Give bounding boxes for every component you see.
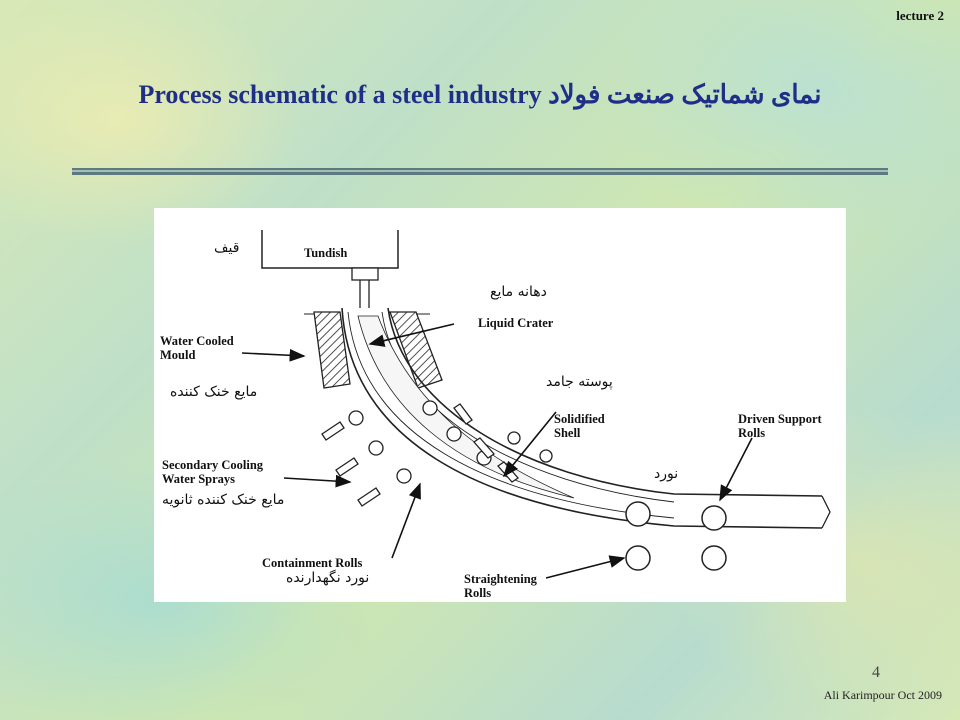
fa-label-secondary-cooling: مایع خنک کننده ثانویه	[162, 492, 285, 508]
label-liquid-crater: Liquid Crater	[478, 316, 554, 330]
tundish-vessel	[261, 230, 399, 269]
label-tundish: Tundish	[304, 246, 348, 260]
strand-inner	[387, 307, 823, 497]
slide-title: Process schematic of a steel industry نم…	[138, 80, 822, 109]
fa-label-shell: پوسته جامد	[546, 374, 613, 390]
strand-outer	[341, 307, 823, 529]
fa-label-liquid-crater: دهانه مایع	[490, 284, 547, 300]
course-label: lecture 2	[896, 8, 944, 23]
label-secondary-cooling: Secondary Cooling Water Sprays	[162, 458, 264, 486]
continuous-casting-diagram: Tundish Water Cooled Mould Liquid Crater…	[154, 208, 846, 602]
title-divider	[72, 168, 888, 175]
liquid-core	[357, 315, 575, 499]
page-number: 4	[872, 664, 880, 681]
label-driven-support-rolls: Driven Support Rolls	[738, 412, 822, 440]
mould-left	[313, 311, 351, 389]
label-containment-rolls: Containment Rolls	[262, 556, 363, 570]
containment-rolls	[348, 400, 553, 484]
footer-credit: Ali Karimpour Oct 2009	[823, 688, 942, 702]
straightening-rolls	[625, 501, 727, 571]
label-solidified-shell: Solidified Shell	[554, 412, 605, 440]
label-straightening-rolls: Straightening Rolls	[464, 572, 537, 600]
label-water-cooled-mould: Water Cooled Mould	[160, 334, 234, 362]
fa-label-tundish: قیف	[214, 240, 240, 256]
water-sprays	[321, 403, 519, 507]
fa-label-containment-rolls: نورد نگهدارنده	[286, 570, 370, 586]
label-arrows	[241, 323, 753, 579]
tundish-nozzle	[351, 267, 379, 281]
fa-label-mould: مایع خنک کننده	[170, 384, 258, 400]
diagram-drawing	[241, 230, 831, 579]
fa-label-rolls: نورد	[654, 466, 679, 482]
